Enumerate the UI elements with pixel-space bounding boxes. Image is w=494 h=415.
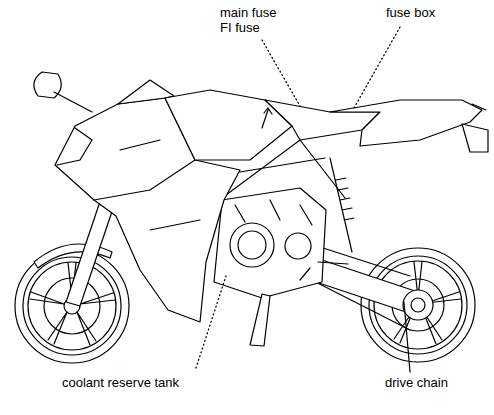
rear-shock	[330, 158, 354, 252]
engine	[214, 188, 326, 298]
part-label: FI fuse	[220, 21, 260, 35]
engine-fins	[235, 200, 312, 225]
clutch-cover	[230, 223, 274, 267]
part-label: fuse box	[386, 6, 435, 20]
fuel-tank	[165, 90, 292, 160]
fairing-lines	[94, 140, 200, 230]
front-tire	[15, 249, 129, 363]
leader-line	[354, 27, 400, 108]
part-label: coolant reserve tank	[62, 376, 179, 390]
rear-sprocket	[403, 290, 433, 320]
rear-axle	[411, 298, 425, 312]
front-sprocket-cover	[285, 233, 311, 259]
mirror-stem	[54, 92, 92, 112]
part-label: drive chain	[385, 376, 448, 390]
clutch-cover-inner	[238, 231, 266, 259]
leader-line	[262, 40, 300, 106]
front-rim	[28, 262, 116, 350]
front-tire-inner	[23, 257, 121, 355]
arrow-mark	[262, 108, 272, 128]
license-plate	[462, 124, 488, 152]
tail-light	[472, 104, 486, 110]
headlight	[57, 128, 92, 165]
side-stand	[250, 294, 270, 346]
rear-cowl	[330, 100, 482, 146]
leader-line	[404, 302, 410, 372]
footpeg	[300, 262, 348, 280]
leader-line	[196, 276, 226, 368]
part-label: main fuse	[220, 6, 276, 20]
